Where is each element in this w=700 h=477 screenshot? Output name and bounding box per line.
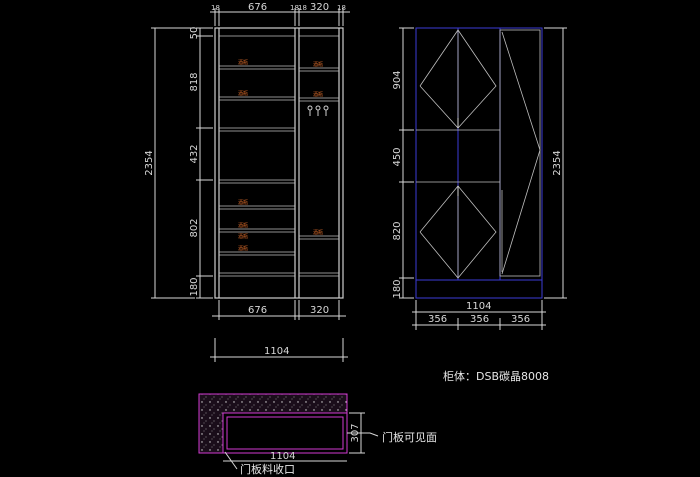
shelf-label: 酒瓶: [238, 245, 248, 252]
shelf-label: 酒瓶: [313, 61, 323, 68]
shelf-label: 酒瓶: [313, 91, 323, 98]
svg-text:802: 802: [189, 218, 200, 237]
svg-text:818: 818: [189, 72, 200, 91]
plan-section: [198, 393, 348, 454]
door-view: 904 450 820 180 2354 1104 356 356 356: [392, 27, 567, 330]
svg-text:50: 50: [189, 27, 200, 40]
shelf-label: 酒瓶: [238, 59, 248, 66]
svg-text:820: 820: [392, 221, 403, 240]
svg-text:2354: 2354: [144, 150, 155, 175]
svg-text:2354: 2354: [552, 150, 563, 175]
svg-text:432: 432: [189, 144, 200, 163]
svg-text:1104: 1104: [270, 451, 295, 462]
door-left-dimensions: 904 450 820 180: [392, 27, 414, 299]
svg-text:1104: 1104: [264, 346, 289, 357]
svg-text:180: 180: [392, 279, 403, 298]
svg-text:904: 904: [392, 70, 403, 89]
door-outline: [415, 27, 543, 299]
label-visible-face: 门板可见面: [382, 430, 437, 444]
front-view: 酒瓶 酒瓶 酒瓶 酒瓶 酒瓶 酒瓶 酒瓶 酒瓶 酒瓶 18 676 18 18 …: [144, 2, 350, 362]
svg-text:18: 18: [211, 4, 220, 12]
svg-text:356: 356: [428, 314, 447, 325]
door-right-dimension: 2354: [544, 27, 567, 299]
svg-text:320: 320: [310, 2, 329, 13]
top-dimension: 18 676 18 18 320 18: [210, 2, 350, 26]
svg-text:18: 18: [290, 4, 299, 12]
shelf-label: 酒瓶: [238, 199, 248, 206]
svg-text:18: 18: [298, 4, 307, 12]
plan-view: 307 1104 门板可见面 门板料收口: [198, 393, 437, 476]
svg-text:356: 356: [470, 314, 489, 325]
svg-text:676: 676: [248, 305, 267, 316]
shelf-label: 酒瓶: [238, 90, 248, 97]
cabinet-outline: [214, 27, 344, 299]
label-edge: 门板料收口: [240, 462, 295, 476]
door-bottom-dimensions: 1104 356 356 356: [412, 300, 546, 330]
shelf-label: 酒瓶: [238, 222, 248, 229]
hook-icons: [307, 105, 329, 116]
svg-text:450: 450: [392, 147, 403, 166]
svg-text:320: 320: [310, 305, 329, 316]
svg-text:1104: 1104: [466, 301, 491, 312]
svg-text:676: 676: [248, 2, 267, 13]
bottom-dimensions: 676 320 1104: [210, 300, 348, 362]
material-note: 柜体：DSB碳晶8008: [443, 369, 549, 383]
svg-text:356: 356: [511, 314, 530, 325]
svg-text:18: 18: [337, 4, 346, 12]
left-dimensions: 50 818 432 802 180 2354: [144, 27, 213, 299]
svg-text:180: 180: [189, 277, 200, 296]
shelf-label: 酒瓶: [313, 229, 323, 236]
shelf-label: 酒瓶: [238, 233, 248, 240]
